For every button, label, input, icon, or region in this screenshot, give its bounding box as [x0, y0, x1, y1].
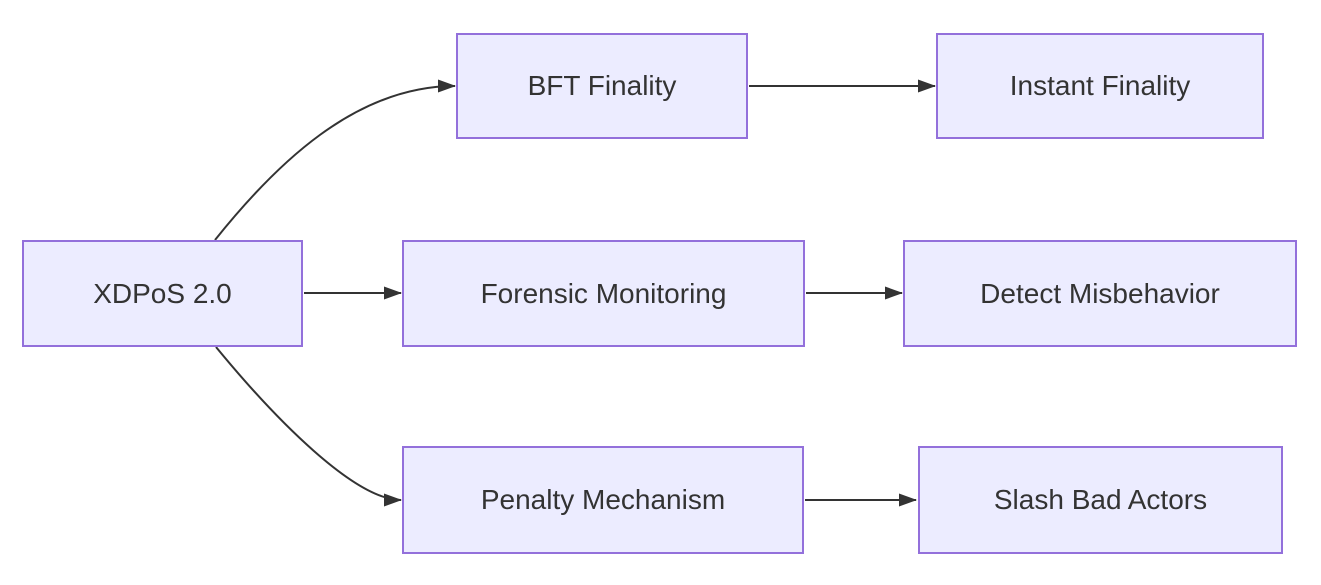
node-penalty-mechanism: Penalty Mechanism: [402, 446, 804, 554]
node-instant-finality: Instant Finality: [936, 33, 1264, 139]
node-xdpos-2-0: XDPoS 2.0: [22, 240, 303, 347]
node-label: Instant Finality: [1009, 70, 1191, 102]
node-label: Forensic Monitoring: [480, 277, 727, 309]
node-bft-finality: BFT Finality: [456, 33, 748, 139]
node-forensic-monitoring: Forensic Monitoring: [402, 240, 805, 347]
node-slash-bad-actors: Slash Bad Actors: [918, 446, 1283, 554]
node-label: BFT Finality: [527, 70, 677, 102]
node-label: XDPoS 2.0: [93, 277, 232, 309]
node-label: Detect Misbehavior: [980, 277, 1220, 309]
edge-xdpos-to-bft: [214, 79, 456, 241]
node-label: Penalty Mechanism: [480, 484, 726, 516]
node-label: Slash Bad Actors: [993, 484, 1208, 516]
edge-xdpos-to-penalty: [215, 346, 402, 507]
node-detect-misbehavior: Detect Misbehavior: [903, 240, 1297, 347]
